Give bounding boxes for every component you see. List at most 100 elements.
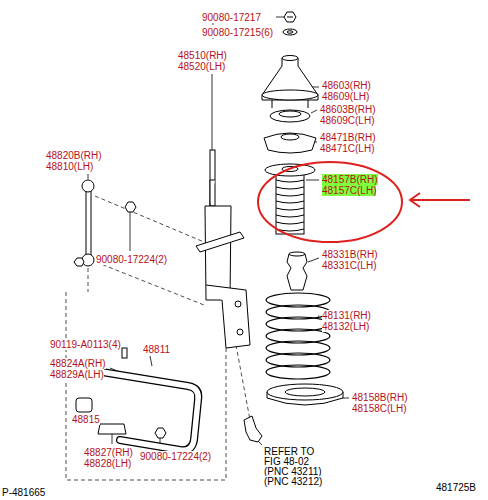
stabilizer-link	[74, 258, 84, 266]
part-number: 48157B(RH)	[322, 174, 378, 185]
shock-absorber	[196, 150, 250, 348]
part-number: 48603B(RH)	[320, 104, 376, 115]
part-number: 48815	[72, 414, 100, 425]
strut-mount	[262, 56, 318, 109]
leader-lines	[276, 17, 284, 18]
nut	[284, 12, 296, 22]
part-number: 48471C(LH)	[320, 143, 374, 154]
bump-boot	[276, 208, 304, 210]
stabilizer-link	[86, 188, 91, 258]
strut-mount	[262, 58, 318, 100]
shock-absorber	[235, 301, 241, 307]
part-number: 48828(LH)	[84, 458, 131, 469]
bump-boot	[276, 180, 304, 182]
part-number: 48829A(LH)	[50, 369, 104, 380]
part-number: 48158C(LH)	[352, 403, 406, 414]
stabilizer-link	[82, 254, 94, 266]
part-number: 90119-A0113(4)	[50, 339, 121, 350]
shock-absorber	[210, 180, 215, 206]
steering-knuckle	[244, 416, 262, 442]
dashed-assembly-lines	[236, 345, 250, 420]
part-number: 48158B(RH)	[352, 392, 408, 403]
stabilizer-bar	[102, 372, 198, 450]
bearing	[270, 110, 310, 122]
highlight-circle	[258, 162, 402, 242]
leader-lines	[82, 17, 349, 449]
bump-boot	[276, 215, 304, 217]
stabilizer-bar	[102, 372, 198, 450]
part-number: 48603(RH)	[322, 80, 371, 91]
stabilizer-bar	[102, 372, 198, 450]
coil-spring	[266, 365, 330, 379]
bump-boot	[276, 180, 304, 231]
washer	[283, 29, 297, 35]
leader-lines	[308, 258, 319, 262]
part-number: 48331B(RH)	[322, 249, 378, 260]
bump-boot	[276, 194, 304, 196]
shock-absorber	[237, 329, 243, 335]
nut	[284, 12, 296, 22]
part-number: 48811	[143, 344, 170, 355]
leader-lines	[212, 74, 213, 150]
part-number: 48131(RH)	[322, 310, 371, 321]
dashed-assembly-lines	[88, 268, 89, 292]
leader-lines	[112, 434, 113, 444]
steering-knuckle	[244, 416, 262, 442]
drawing-id: 481725B	[436, 482, 476, 493]
lower-insulator	[267, 384, 343, 405]
leader-lines	[130, 212, 131, 251]
part-number: 90080-17224(2)	[140, 451, 211, 462]
drawing-id: P-481665	[2, 487, 45, 498]
part-number: 48157C(LH)	[322, 185, 376, 196]
reference-note: (PNC 43212)	[264, 476, 322, 487]
bound-stopper	[287, 252, 307, 290]
bump-boot	[265, 164, 315, 234]
washer	[287, 31, 293, 33]
strut-mount	[308, 100, 309, 108]
lower-insulator	[267, 384, 343, 400]
bump-boot	[265, 164, 315, 176]
part-number: 48331C(LH)	[322, 260, 376, 271]
lower-insulator	[285, 388, 325, 396]
coil-spring	[266, 293, 330, 379]
bump-boot	[276, 172, 304, 234]
shock-absorber	[210, 150, 215, 206]
leader-lines	[311, 110, 317, 113]
part-number: 48824A(RH)	[50, 358, 106, 369]
shock-absorber	[196, 232, 244, 252]
dashed-assembly-lines	[96, 262, 204, 305]
nut	[287, 17, 293, 18]
leader-lines	[88, 174, 89, 179]
stabilizer-link	[82, 180, 94, 192]
washer	[283, 29, 297, 35]
part-number: 90080-17215(6)	[202, 27, 273, 38]
upper-spring-seat	[264, 133, 316, 153]
highlight-circle	[410, 199, 470, 201]
strut-mount	[282, 56, 298, 61]
bearing	[270, 110, 310, 122]
dashed-assembly-lines	[66, 292, 226, 480]
bushing-and-bracket	[76, 398, 92, 412]
part-number: 48520(LH)	[178, 61, 225, 72]
bound-stopper	[289, 252, 305, 256]
highlight-circle	[410, 193, 420, 207]
part-number: 48471B(RH)	[320, 132, 376, 143]
bump-boot	[276, 201, 304, 203]
stabilizer-link	[125, 202, 136, 212]
bushing-and-bracket	[98, 424, 126, 434]
part-number: 48810(LH)	[46, 161, 93, 172]
bump-boot	[276, 222, 304, 224]
bound-stopper	[287, 254, 307, 290]
upper-spring-seat	[264, 133, 316, 153]
part-number: 48609C(LH)	[320, 115, 374, 126]
highlight-circle	[258, 162, 470, 242]
dashed-assembly-lines	[66, 14, 250, 480]
strut-mount	[262, 90, 318, 100]
leader-lines	[306, 180, 319, 181]
strut-mount	[272, 100, 273, 108]
part-number: 90080-17217	[202, 12, 261, 23]
shock-absorber	[206, 285, 250, 348]
leader-lines	[318, 316, 319, 317]
